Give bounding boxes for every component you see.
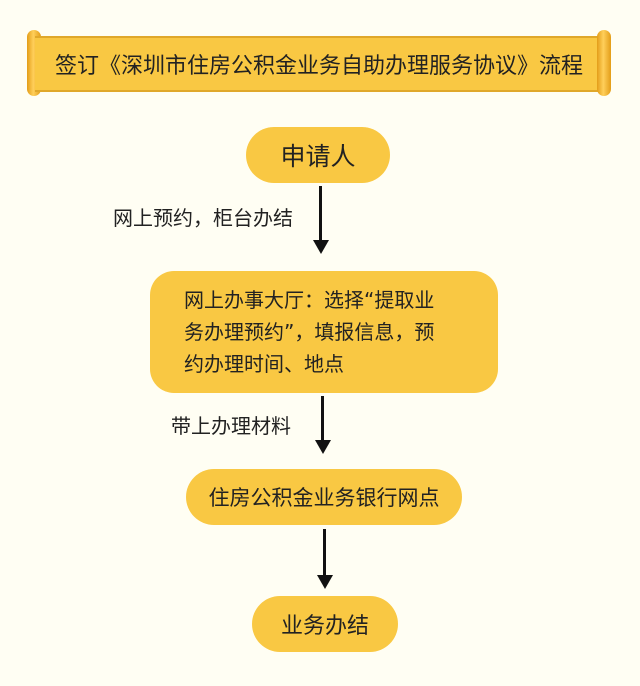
- scroll-roll-right: [597, 30, 611, 96]
- node-online-hall-line-3: 约办理时间、地点: [184, 352, 344, 376]
- node-done: 业务办结: [252, 596, 398, 652]
- arrow-applicant-to-online-hall: [313, 186, 329, 254]
- node-online-hall: 网上办事大厅：选择“提取业 务办理预约”，填报信息，预 约办理时间、地点: [150, 271, 498, 393]
- node-bank-branch: 住房公积金业务银行网点: [186, 469, 462, 525]
- title-banner: 签订《深圳市住房公积金业务自助办理服务协议》流程: [27, 30, 611, 96]
- arrow-online-hall-to-bank: [315, 396, 331, 454]
- title-text: 签订《深圳市住房公积金业务自助办理服务协议》流程: [35, 36, 603, 92]
- node-applicant: 申请人: [246, 127, 390, 183]
- node-online-hall-text: 网上办事大厅：选择“提取业 务办理预约”，填报信息，预 约办理时间、地点: [184, 284, 434, 380]
- node-online-hall-line-2: 务办理预约”，填报信息，预: [184, 320, 435, 344]
- node-online-hall-line-1: 网上办事大厅：选择“提取业: [184, 288, 435, 312]
- edge-label-online-booking: 网上预约，柜台办结: [113, 206, 293, 230]
- edge-label-bring-materials: 带上办理材料: [171, 414, 291, 438]
- arrow-bank-to-done: [317, 529, 333, 589]
